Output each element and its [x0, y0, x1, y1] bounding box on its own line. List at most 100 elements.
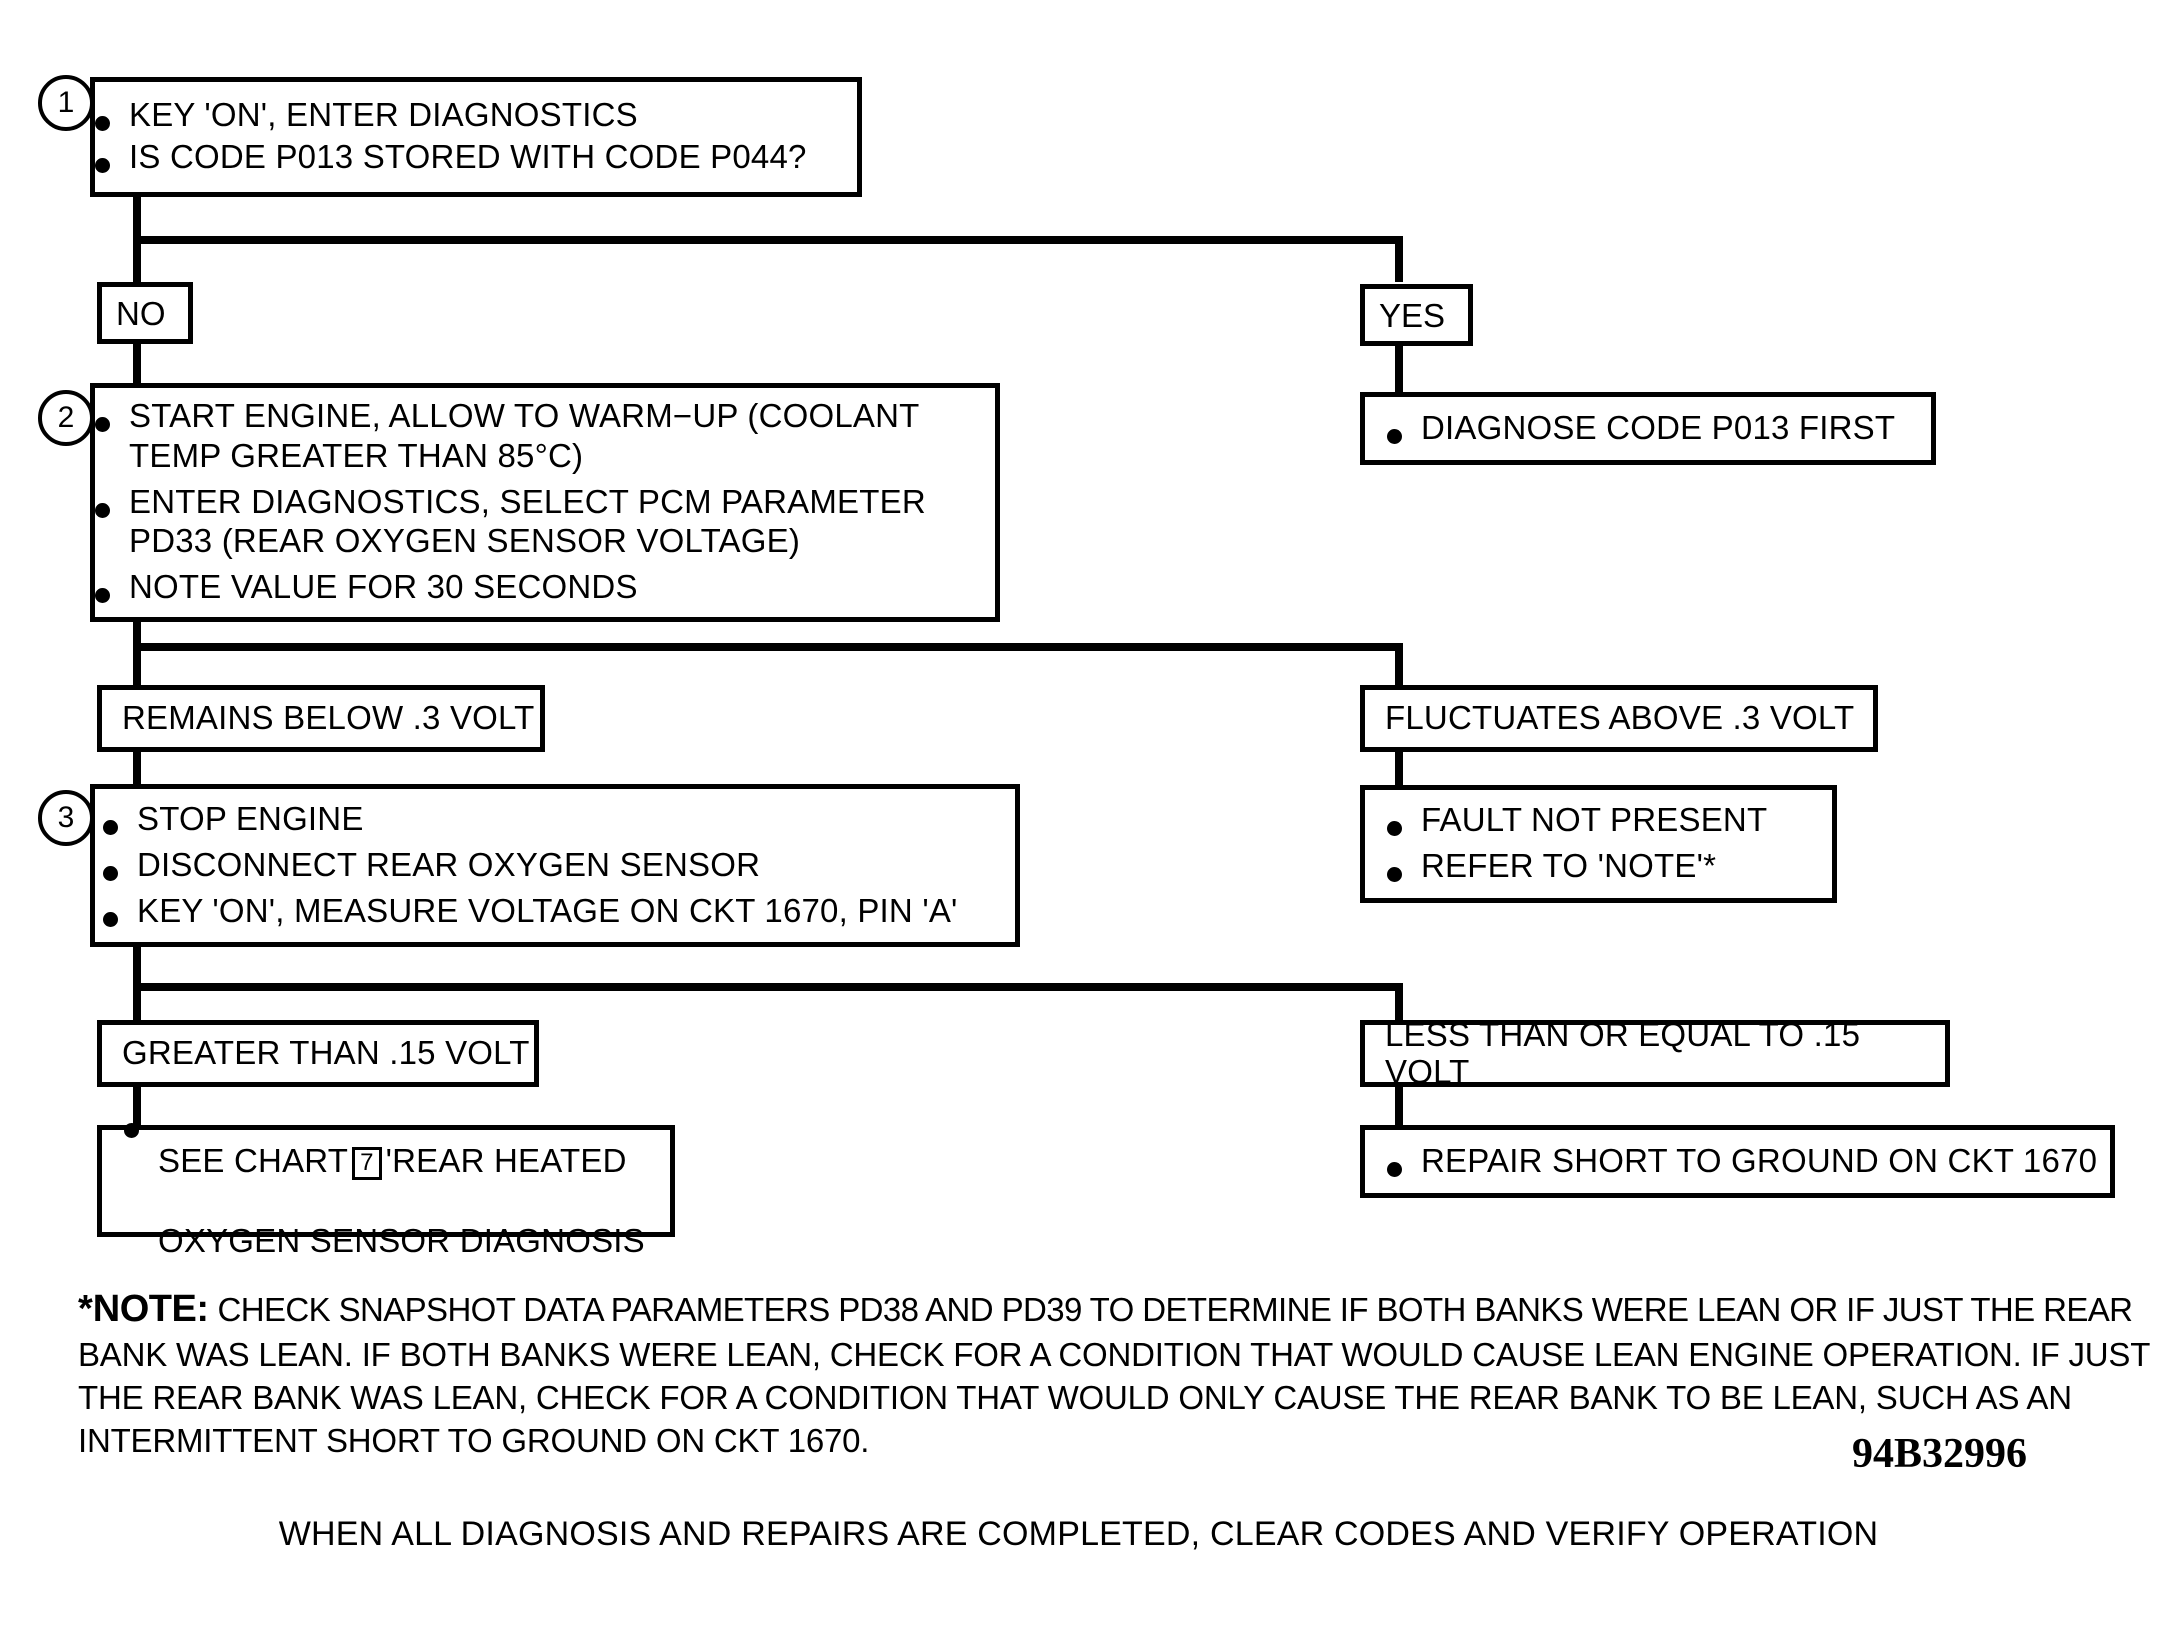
connector-to-no [133, 236, 141, 282]
connector-to-greater-than [133, 983, 141, 1020]
connector-remains-below-to-step3 [133, 752, 141, 784]
note-block: *NOTE: CHECK SNAPSHOT DATA PARAMETERS PD… [78, 1285, 2150, 1463]
note-line-1-text: CHECK SNAPSHOT DATA PARAMETERS PD38 AND … [217, 1291, 2133, 1328]
bullet-dot-icon [95, 579, 129, 609]
step-2-bullet-1: START ENGINE, ALLOW TO WARM−UP (COOLANT … [95, 396, 995, 475]
note-line-2-text: BANK WAS LEAN. IF BOTH BANKS WERE LEAN, … [78, 1336, 2151, 1374]
step-number-3: 3 [38, 790, 94, 846]
step-1-bullet-2-text: IS CODE P013 STORED WITH CODE P044? [129, 138, 807, 175]
branch-yes-box: YES [1360, 284, 1473, 346]
step-number-2-label: 2 [57, 401, 75, 434]
bullet-dot-icon [1387, 858, 1421, 888]
step-1-bullet-1: KEY 'ON', ENTER DIAGNOSTICS [95, 95, 857, 137]
step-number-1: 1 [38, 75, 94, 131]
step-1-bullet-2: IS CODE P013 STORED WITH CODE P044? [95, 137, 857, 179]
footer-instruction: WHEN ALL DIAGNOSIS AND REPAIRS ARE COMPL… [278, 1515, 1879, 1553]
bullet-dot-icon [95, 494, 129, 524]
step-3-bullet-1-text: STOP ENGINE [137, 799, 364, 837]
bullet-dot-icon [1387, 812, 1421, 842]
branch-no-label: NO [116, 294, 166, 332]
note-line-4-text: INTERMITTENT SHORT TO GROUND ON CKT 1670… [78, 1422, 870, 1460]
note-line-2: BANK WAS LEAN. IF BOTH BANKS WERE LEAN, … [78, 1334, 2150, 1377]
connector-less-to-repair [1395, 1087, 1403, 1125]
bullet-dot-icon [124, 1114, 158, 1144]
connector-step3-down [133, 947, 141, 992]
bullet-dot-icon [95, 107, 129, 137]
step-1-bullets: KEY 'ON', ENTER DIAGNOSTICS IS CODE P013… [95, 95, 857, 179]
branch-greater-than-label: GREATER THAN .15 VOLT [122, 1034, 530, 1072]
connector-greater-to-seechart [133, 1087, 141, 1125]
step-number-3-label: 3 [57, 801, 75, 834]
step-1-box: KEY 'ON', ENTER DIAGNOSTICS IS CODE P013… [90, 77, 862, 197]
chart-reference-number: 7 [352, 1147, 382, 1180]
outcome-refer-to-note-text: REFER TO 'NOTE'* [1421, 847, 1717, 884]
bullet-dot-icon [103, 857, 137, 887]
step-3-bullet-2: DISCONNECT REAR OXYGEN SENSOR [95, 845, 1015, 887]
step-3-bullet-1: STOP ENGINE [95, 799, 1015, 841]
outcome-fault-row-2: REFER TO 'NOTE'* [1365, 846, 1832, 888]
bullet-dot-icon [103, 811, 137, 841]
bullet-dot-icon [1387, 1153, 1421, 1183]
step-2-bullet-1-text: START ENGINE, ALLOW TO WARM−UP (COOLANT … [129, 397, 920, 474]
note-line-3-text: THE REAR BANK WAS LEAN, CHECK FOR A COND… [78, 1379, 2072, 1417]
connector-to-remains-below [133, 643, 141, 685]
connector-step3-split-bar [133, 983, 1403, 991]
connector-to-fluctuates-above [1395, 643, 1403, 685]
bullet-dot-icon [103, 903, 137, 933]
step-3-bullets: STOP ENGINE DISCONNECT REAR OXYGEN SENSO… [95, 799, 1015, 933]
document-id: 94B32996 [1851, 1431, 2027, 1477]
branch-fluctuates-above-label: FLUCTUATES ABOVE .3 VOLT [1385, 699, 1855, 737]
step-2-box: START ENGINE, ALLOW TO WARM−UP (COOLANT … [90, 383, 1000, 622]
branch-fluctuates-above-box: FLUCTUATES ABOVE .3 VOLT [1360, 685, 1878, 752]
branch-remains-below-label: REMAINS BELOW .3 VOLT [122, 699, 535, 737]
step-1-bullet-1-text: KEY 'ON', ENTER DIAGNOSTICS [129, 96, 638, 133]
step-3-bullet-2-text: DISCONNECT REAR OXYGEN SENSOR [137, 845, 761, 883]
outcome-fault-row-1: FAULT NOT PRESENT [1365, 800, 1832, 842]
connector-step1-split-bar [133, 236, 1403, 244]
see-chart-line2: OXYGEN SENSOR DIAGNOSIS [158, 1221, 645, 1259]
outcome-fault-not-present-text: FAULT NOT PRESENT [1421, 801, 1768, 838]
connector-step1-down [133, 197, 141, 242]
outcome-repair-short-text: REPAIR SHORT TO GROUND ON CKT 1670 [1421, 1141, 2098, 1179]
bullet-dot-icon [95, 408, 129, 438]
outcome-diagnose-first-row: DIAGNOSE CODE P013 FIRST [1365, 408, 1931, 450]
branch-less-than-label: LESS THAN OR EQUAL TO .15 VOLT [1385, 1016, 1861, 1090]
step-2-bullet-2: ENTER DIAGNOSTICS, SELECT PCM PARAMETER … [95, 482, 995, 561]
connector-yes-to-diagnose [1395, 346, 1403, 392]
connector-to-yes [1395, 236, 1403, 282]
step-2-bullet-2-text: ENTER DIAGNOSTICS, SELECT PCM PARAMETER … [129, 482, 926, 560]
note-line-1: *NOTE: CHECK SNAPSHOT DATA PARAMETERS PD… [78, 1285, 2133, 1334]
step-3-bullet-3-text: KEY 'ON', MEASURE VOLTAGE ON CKT 1670, P… [137, 891, 958, 929]
branch-no-box: NO [97, 282, 193, 344]
step-number-1-label: 1 [57, 86, 75, 119]
bullet-dot-icon [95, 149, 129, 179]
outcome-diagnose-first-box: DIAGNOSE CODE P013 FIRST [1360, 392, 1936, 465]
step-2-bullet-3-text: NOTE VALUE FOR 30 SECONDS [129, 567, 638, 605]
branch-yes-label: YES [1379, 296, 1446, 334]
connector-no-to-step2 [133, 344, 141, 384]
outcome-diagnose-first-text: DIAGNOSE CODE P013 FIRST [1421, 408, 1896, 446]
step-3-box: STOP ENGINE DISCONNECT REAR OXYGEN SENSO… [90, 784, 1020, 947]
branch-greater-than-box: GREATER THAN .15 VOLT [97, 1020, 539, 1087]
branch-less-than-box: LESS THAN OR EQUAL TO .15 VOLT [1360, 1016, 1950, 1090]
bullet-dot-icon [1387, 420, 1421, 450]
outcome-repair-short-box: REPAIR SHORT TO GROUND ON CKT 1670 [1360, 1125, 2115, 1198]
connector-fluctuates-to-fault [1395, 752, 1403, 785]
outcome-fault-not-present-box: FAULT NOT PRESENT REFER TO 'NOTE'* [1360, 785, 1837, 903]
step-3-bullet-3: KEY 'ON', MEASURE VOLTAGE ON CKT 1670, P… [95, 891, 1015, 933]
branch-remains-below-box: REMAINS BELOW .3 VOLT [97, 685, 545, 752]
note-line-4: INTERMITTENT SHORT TO GROUND ON CKT 1670… [78, 1420, 2068, 1463]
connector-step2-split-bar [133, 643, 1403, 651]
note-asterisk: * [78, 1288, 93, 1330]
connector-to-less-than [1395, 983, 1403, 1020]
see-chart-suffix: 'REAR HEATED [385, 1142, 627, 1180]
step-2-bullets: START ENGINE, ALLOW TO WARM−UP (COOLANT … [95, 396, 995, 608]
see-chart-prefix: SEE CHART [158, 1142, 349, 1180]
step-2-bullet-3: NOTE VALUE FOR 30 SECONDS [95, 567, 995, 609]
outcome-repair-short-row: REPAIR SHORT TO GROUND ON CKT 1670 [1365, 1141, 2110, 1183]
note-line-3: THE REAR BANK WAS LEAN, CHECK FOR A COND… [78, 1377, 2072, 1420]
note-label: NOTE: [92, 1288, 209, 1330]
